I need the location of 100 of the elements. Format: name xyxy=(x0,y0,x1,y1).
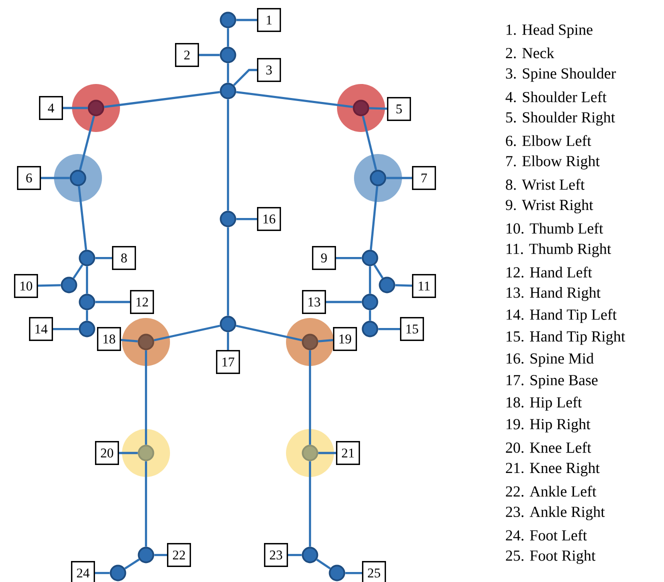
leader-line xyxy=(95,256,112,260)
joint-name: 5. Shoulder Right xyxy=(506,112,616,126)
number-box: 11 xyxy=(412,274,436,298)
joint-dot xyxy=(78,250,96,266)
leader-line xyxy=(318,338,334,342)
joint-name: 1. Head Spine xyxy=(506,24,592,38)
joint-name: 13. Hand Right xyxy=(506,287,601,301)
number-box: 23 xyxy=(264,543,288,567)
bone-line xyxy=(368,266,372,294)
bone-line xyxy=(78,186,88,250)
number-box: 19 xyxy=(333,327,357,351)
leader-line xyxy=(233,68,257,86)
joint-dot xyxy=(362,250,378,266)
number-box: 5 xyxy=(387,97,411,121)
number-box: 7 xyxy=(412,166,436,190)
bone-line xyxy=(124,558,140,570)
joint-dot xyxy=(78,294,96,310)
bone-line xyxy=(154,324,220,342)
joint-dot xyxy=(138,546,154,564)
leader-line xyxy=(369,107,388,110)
number-box: 21 xyxy=(336,441,360,465)
number-box: 13 xyxy=(302,290,326,314)
joint-name: 23. Ankle Right xyxy=(506,506,605,520)
joint-dot xyxy=(220,316,236,332)
number-box: 25 xyxy=(362,561,386,582)
joint-name: 17. Spine Base xyxy=(506,375,598,388)
number-box: 15 xyxy=(400,317,424,341)
leader-line xyxy=(95,300,130,304)
joint-name: 24. Foot Left xyxy=(506,530,587,541)
number-box: 8 xyxy=(112,246,136,270)
joint-dot xyxy=(352,100,370,116)
joint-name: 14. Hand Tip Left xyxy=(506,308,617,323)
leader-line xyxy=(199,54,220,56)
leader-line xyxy=(120,338,138,342)
joint-name: 3. Spine Shoulder xyxy=(506,68,616,82)
number-box: 3 xyxy=(257,58,281,82)
number-box: 14 xyxy=(29,317,53,341)
joint-name: 22. Ankle Left xyxy=(506,486,596,497)
joint-dot xyxy=(220,46,236,64)
number-box: 1 xyxy=(257,8,281,32)
joint-dot xyxy=(362,320,378,338)
joint-name: 25. Foot Right xyxy=(506,550,596,564)
number-box: 10 xyxy=(14,274,38,298)
joint-dot xyxy=(362,294,378,310)
leader-line xyxy=(395,284,412,287)
number-box: 12 xyxy=(130,290,154,314)
leader-line xyxy=(154,554,167,556)
number-box: 17 xyxy=(216,350,240,374)
joint-dot xyxy=(328,564,346,582)
leader-line xyxy=(95,572,110,574)
bone-line xyxy=(370,186,378,250)
leader-line xyxy=(345,572,362,574)
leader-line xyxy=(119,452,138,454)
joint-name: 6. Elbow Left xyxy=(506,135,592,146)
joint-dot xyxy=(302,334,318,350)
joint-name: 20. Knee Left xyxy=(506,442,592,453)
bone-line xyxy=(308,461,312,547)
bone-line xyxy=(226,28,230,47)
joint-dot xyxy=(220,82,236,100)
number-box: 2 xyxy=(175,43,199,67)
leader-line xyxy=(288,554,302,556)
joint-dot xyxy=(88,100,104,116)
leader-line xyxy=(41,176,70,180)
leader-line xyxy=(318,452,336,454)
bone-line xyxy=(104,91,220,108)
joint-name: 12. Hand Left xyxy=(506,266,592,278)
joint-dot xyxy=(78,320,96,338)
joint-name: 9. Wrist Right xyxy=(506,199,594,214)
joint-dot xyxy=(378,276,396,294)
bone-line xyxy=(226,99,230,211)
number-box: 20 xyxy=(95,441,119,465)
number-box: 16 xyxy=(257,207,281,231)
leader-line xyxy=(226,332,230,350)
joint-name: 2. Neck xyxy=(506,47,554,58)
bone-line xyxy=(373,264,384,279)
number-box: 9 xyxy=(312,246,336,270)
joint-dot xyxy=(220,12,236,28)
joint-dot xyxy=(138,444,154,462)
bone-line xyxy=(308,350,312,445)
bone-line xyxy=(316,558,331,570)
bone-line xyxy=(236,90,353,108)
leader-line xyxy=(236,218,257,220)
bone-line xyxy=(79,116,95,170)
bone-line xyxy=(144,461,148,547)
joint-dot xyxy=(110,564,126,582)
leader-line xyxy=(326,300,362,304)
joint-name: 11. Thumb Right xyxy=(506,243,612,258)
leader-line xyxy=(378,328,400,330)
bone-line xyxy=(226,63,230,83)
leader-line xyxy=(386,176,412,180)
joint-name: 21. Knee Right xyxy=(506,462,600,476)
number-box: 4 xyxy=(39,96,63,120)
joint-name: 4. Shoulder Left xyxy=(506,91,607,102)
number-box: 6 xyxy=(17,166,41,190)
leader-line xyxy=(63,106,88,110)
bone-line xyxy=(86,310,88,321)
joint-name: 15. Hand Tip Right xyxy=(506,330,626,345)
bone-line xyxy=(72,264,84,279)
joint-dot xyxy=(370,170,386,186)
bone-line xyxy=(236,324,302,342)
